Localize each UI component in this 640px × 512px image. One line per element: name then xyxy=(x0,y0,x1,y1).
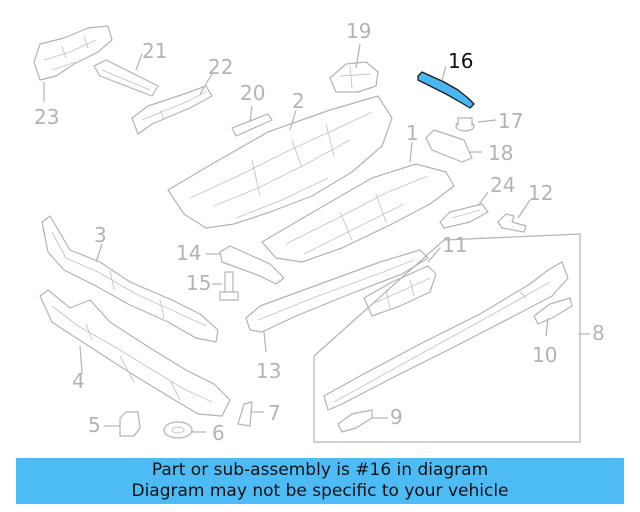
callout-3: 3 xyxy=(94,223,107,247)
leader-lines xyxy=(43,43,590,433)
callout-13: 13 xyxy=(256,359,281,383)
part-1 xyxy=(261,163,455,263)
callout-numbers: 23 21 22 20 19 2 1 16 17 18 24 12 3 14 1… xyxy=(34,19,605,445)
part-8-group xyxy=(313,233,581,443)
callout-12: 12 xyxy=(528,181,553,205)
part-23 xyxy=(33,25,113,81)
part-20 xyxy=(231,113,273,137)
callout-9: 9 xyxy=(390,405,403,429)
part-17 xyxy=(455,117,475,132)
part-24 xyxy=(439,203,489,229)
callout-5: 5 xyxy=(88,413,101,437)
callout-7: 7 xyxy=(268,401,281,425)
part-14 xyxy=(219,245,285,285)
part-16-highlighted xyxy=(417,71,475,109)
callout-15: 15 xyxy=(186,271,211,295)
part-3 xyxy=(41,215,219,343)
part-7 xyxy=(237,401,253,427)
parts-diagram: 23 21 22 20 19 2 1 16 17 18 24 12 3 14 1… xyxy=(33,19,605,445)
part-15 xyxy=(219,271,239,301)
part-12 xyxy=(497,213,527,233)
callout-6: 6 xyxy=(212,421,225,445)
part-6 xyxy=(163,421,193,439)
banner-line-part: Part or sub-assembly is #16 in diagram xyxy=(151,460,489,480)
callout-10: 10 xyxy=(532,343,557,367)
callout-11: 11 xyxy=(442,233,467,257)
callout-19: 19 xyxy=(346,19,371,43)
callout-23: 23 xyxy=(34,105,59,129)
callout-14: 14 xyxy=(176,241,201,265)
part-8 xyxy=(323,261,569,411)
callout-2: 2 xyxy=(292,89,305,113)
callout-8: 8 xyxy=(592,321,605,345)
callout-24: 24 xyxy=(490,173,515,197)
callout-16: 16 xyxy=(448,49,473,73)
info-banner: Part or sub-assembly is #16 in diagram D… xyxy=(16,458,624,504)
part-21 xyxy=(93,59,159,97)
callout-20: 20 xyxy=(240,81,265,105)
callout-1: 1 xyxy=(406,121,419,145)
part-2 xyxy=(167,95,393,229)
part-10 xyxy=(533,297,573,325)
callout-21: 21 xyxy=(142,39,167,63)
part-18 xyxy=(425,129,473,163)
part-22 xyxy=(131,85,213,135)
banner-line-disclaimer: Diagram may not be specific to your vehi… xyxy=(131,481,509,501)
part-5 xyxy=(119,411,141,437)
callout-17: 17 xyxy=(498,109,523,133)
part-9 xyxy=(337,409,373,433)
callout-4: 4 xyxy=(72,369,85,393)
callout-22: 22 xyxy=(208,55,233,79)
part-19 xyxy=(329,61,379,93)
callout-18: 18 xyxy=(488,141,513,165)
part-11 xyxy=(363,265,437,317)
part-4 xyxy=(39,289,231,417)
